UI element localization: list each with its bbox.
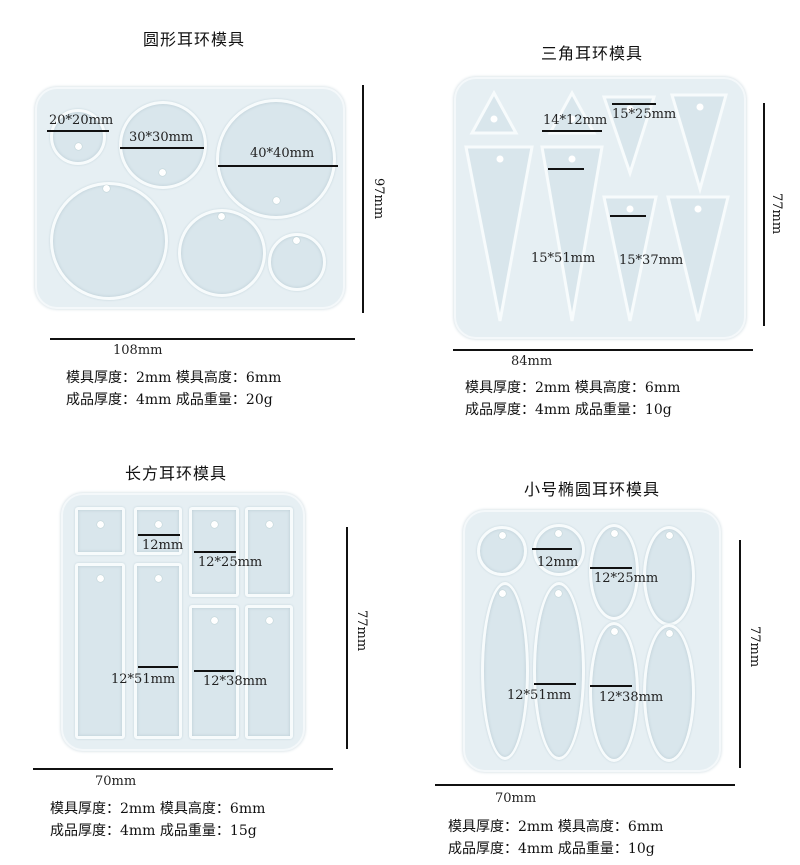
spec-line: 成品厚度：4mm 成品重量：10g [448,841,655,857]
dimension-label: 15*25mm [612,107,677,122]
panel-title: 三角耳环模具 [541,44,644,63]
height-label: 77mm [769,193,784,235]
width-label: 70mm [95,774,137,789]
panel-title: 小号椭圆耳环模具 [524,480,661,499]
dimension-label: 40*40mm [250,146,315,161]
spec-line: 成品厚度：4mm 成品重量：10g [465,402,672,418]
panel-title: 长方耳环模具 [125,464,228,483]
mold-image [35,87,345,309]
dimension-label: 15*51mm [531,251,596,266]
cavity-circle-40 [216,99,336,219]
dimension-label: 12*25mm [594,571,659,586]
dimension-label: 12*51mm [507,688,572,703]
dimension-label: 12*51mm [111,672,176,687]
dimension-label: 15*37mm [619,253,684,268]
spec-line: 模具厚度：2mm 模具高度：6mm [465,380,681,396]
mold-image [454,77,746,339]
dimension-label: 30*30mm [129,130,194,145]
height-label: 97mm [371,178,386,220]
height-label: 77mm [747,626,762,668]
spec-line: 模具厚度：2mm 模具高度：6mm [448,819,664,835]
triangle-cavities [464,89,730,322]
width-label: 84mm [511,354,553,369]
spec-line: 模具厚度：2mm 模具高度：6mm [50,801,266,817]
panel-title: 圆形耳环模具 [143,30,246,49]
dimension-label: 20*20mm [49,113,114,128]
spec-line: 成品厚度：4mm 成品重量：20g [66,392,273,408]
mold-image [463,510,721,772]
mold-image [61,493,305,751]
dimension-label: 12*25mm [198,555,263,570]
cavity-circle-medium [178,209,266,297]
width-label: 70mm [495,791,537,806]
dimension-label: 12*38mm [203,674,268,689]
cavity-circle-20 [50,109,106,165]
dimension-label: 12*38mm [599,690,664,705]
height-label: 77mm [354,610,369,652]
dimension-label: 14*12mm [543,113,608,128]
cavity-circle-large [50,182,168,300]
spec-line: 模具厚度：2mm 模具高度：6mm [66,370,282,386]
width-label: 108mm [113,343,163,358]
dimension-label: 12mm [142,538,184,553]
spec-line: 成品厚度：4mm 成品重量：15g [50,823,257,839]
dimension-label: 12mm [537,555,579,570]
